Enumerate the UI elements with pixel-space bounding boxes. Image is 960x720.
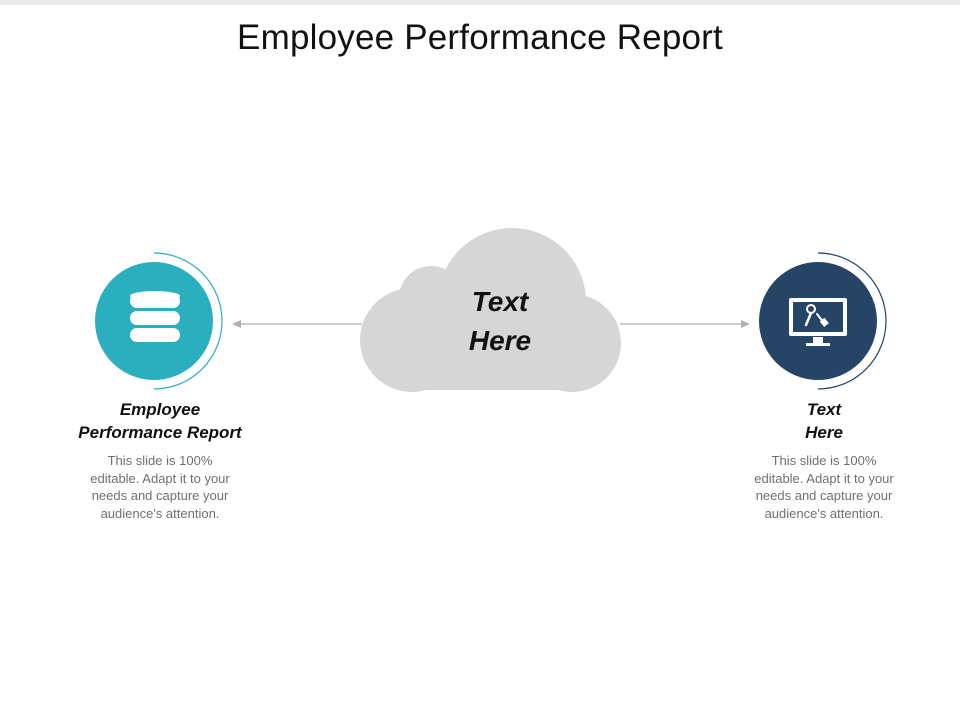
right-heading-line2: Here	[805, 423, 843, 442]
right-heading-line1: Text	[806, 400, 842, 419]
left-node-heading: Employee Performance Report	[50, 398, 270, 444]
right-body-line: This slide is 100%	[771, 453, 877, 468]
left-body-line: editable. Adapt it to your	[90, 470, 230, 486]
cloud-shape	[360, 228, 621, 392]
monitor-tools-icon	[789, 298, 847, 346]
cloud-label-line2: Here	[468, 325, 532, 356]
database-icon	[130, 291, 180, 342]
left-heading-line1: Employee	[119, 400, 201, 419]
right-body-line: needs and capture your	[755, 488, 893, 503]
right-body-line: audience's attention.	[764, 505, 884, 521]
connector-right	[620, 320, 750, 328]
left-body-line: This slide is 100%	[107, 453, 213, 468]
left-heading-line2: Performance Report	[78, 423, 242, 442]
cloud-label-line1: Text	[471, 286, 529, 317]
connector-left	[232, 320, 362, 328]
right-node-body: This slide is 100% editable. Adapt it to…	[734, 452, 914, 522]
right-body-line: editable. Adapt it to your	[754, 470, 894, 486]
right-node-heading: Text Here	[734, 398, 914, 444]
left-body-line: audience's attention.	[100, 505, 220, 521]
left-body-line: needs and capture your	[91, 488, 229, 503]
slide-title: Employee Performance Report	[237, 18, 723, 57]
cloud-label: Text Here	[430, 282, 570, 360]
top-strip	[0, 0, 960, 5]
left-node-body: This slide is 100% editable. Adapt it to…	[70, 452, 250, 522]
